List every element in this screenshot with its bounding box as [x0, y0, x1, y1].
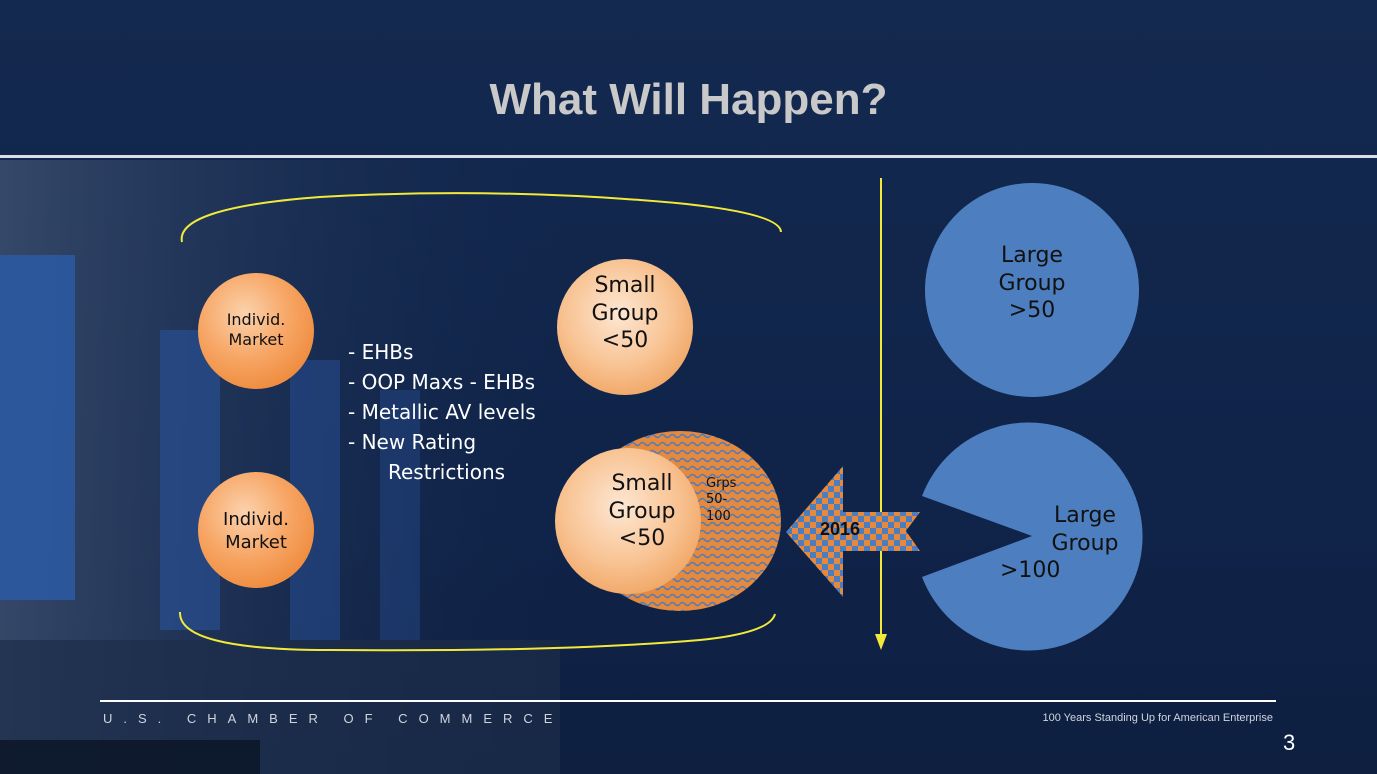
large-group-top-label: Large Group >50 — [998, 243, 1066, 323]
individ-market-bottom-label: Individ. Market — [223, 509, 289, 553]
title-divider — [0, 155, 1377, 158]
large-group-bottom-pacman — [922, 422, 1143, 651]
footer-divider — [100, 700, 1276, 702]
requirement-item: - EHBs — [348, 340, 414, 364]
slide-title: What Will Happen? — [489, 75, 888, 124]
grps-50-100-label: Grps 50- 100 — [706, 476, 737, 524]
page-number: 3 — [1283, 730, 1296, 755]
requirements-list: - EHBs - OOP Maxs - EHBs - Metallic AV l… — [348, 340, 536, 490]
large-group-top-circle — [925, 183, 1139, 397]
small-group-bottom-circle — [555, 448, 701, 594]
requirement-item: - New Rating — [348, 430, 477, 454]
footer-tagline: 100 Years Standing Up for American Enter… — [1042, 712, 1273, 724]
vertical-arrow-head-icon — [875, 634, 887, 650]
arrow-2016-icon — [786, 466, 920, 597]
requirement-item: - Metallic AV levels — [348, 400, 536, 424]
small-group-top-circle — [557, 259, 693, 395]
individ-market-top-circle — [198, 273, 314, 389]
arrow-2016-label: 2016 — [820, 519, 861, 539]
individ-market-bottom-circle — [198, 472, 314, 588]
large-group-bottom-label: Large Group >100 — [1000, 503, 1119, 583]
building-background — [0, 160, 560, 774]
footer-organization: U.S. CHAMBER OF COMMERCE — [103, 711, 564, 726]
individ-market-top-label: Individ. Market — [226, 310, 286, 349]
small-group-bottom-label: Small Group <50 — [608, 471, 676, 551]
small-group-top-label: Small Group <50 — [591, 273, 659, 353]
requirement-item: - OOP Maxs - EHBs — [348, 370, 535, 394]
requirement-item: Restrictions — [388, 460, 506, 484]
bottom-bracket — [178, 611, 776, 652]
top-bracket — [180, 192, 782, 243]
